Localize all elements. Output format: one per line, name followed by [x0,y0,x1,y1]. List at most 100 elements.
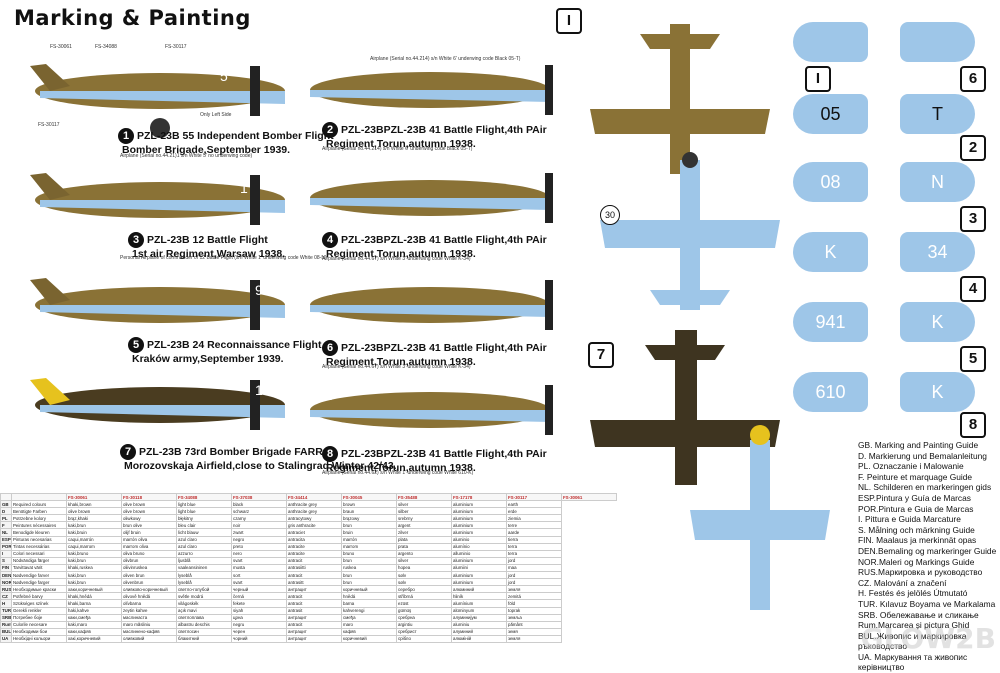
table-cell: argintiu [396,620,452,629]
table-cell: black [231,500,287,509]
table-cell: D [0,507,12,516]
table-cell: смеђа [341,613,397,622]
table-cell: antracit [286,556,342,565]
table-cell: azzurro [176,549,232,558]
table-header-cell: FS-34414 [286,492,342,502]
table-cell: jord [506,556,562,565]
table-cell: kaki,brun [66,521,122,530]
table-cell: azul claro [176,542,232,551]
table-cell: Необхідні кольори [11,634,67,643]
table-cell: olivbrun [121,556,177,565]
profile-1-aircraft: 5 [30,64,285,138]
table-cell: marrón oliva [121,535,177,544]
legend-line: DEN.Bemaling og markeringer Guide [858,545,997,556]
plan-1-aircraft [590,24,770,174]
table-cell: земля [506,585,562,594]
table-cell: bleu clair [176,521,232,530]
watermark: GLOW2B [860,622,996,655]
table-cell: plata [396,535,452,544]
legend-line: H. Festés és jelölés Útmutató [858,588,968,599]
table-cell [0,492,12,502]
table-cell: alüminyum [451,606,507,615]
profile-5-aircraft: 9 [30,278,285,330]
table-cell: olívbarna [121,599,177,608]
table-cell: antracit [286,599,342,608]
table-cell: H [0,599,12,608]
table-cell: черен [231,627,287,636]
table-cell: terra [506,549,562,558]
table-cell: albastru deschis [176,620,232,629]
caption-5-line-2: Kraków army,September 1939. [132,353,284,365]
table-cell: sølv [396,571,452,580]
table-cell [11,492,67,502]
table-cell: brun [341,571,397,580]
table-cell: Pinturas necesarias [11,535,67,544]
table-cell: olive brown [121,507,177,516]
table-cell: чорний [231,634,287,643]
table-cell: Peintures nécessaires [11,521,67,530]
table-cell: kaki,brun [66,571,122,580]
table-cell: olive brown [121,500,177,509]
table-cell: F [0,521,12,530]
table-cell: земља [506,613,562,622]
profile-5-code: 9 [255,282,263,298]
table-cell: černá [231,592,287,601]
table-cell: SRB [0,613,12,622]
table-header-cell: FS-30117 [506,492,562,502]
caption-3-line-1: PZL-23B 12 Battle Flight [147,233,268,246]
caption-3-number: 3 [128,232,144,248]
wing-row-6-num: 8 [960,412,986,438]
wing-right-6: K [900,372,975,412]
caption-2-line-1: PZL-23BPZL-23B 41 Battle Flight,4th PAir [341,123,547,136]
caption-6-note: Airplane (Serial no.44.67) s/n White 3' … [322,364,471,370]
table-cell: maro măsliniu [121,620,177,629]
table-cell: DEN [0,571,12,580]
table-cell: sølv [396,578,452,587]
table-cell: Benodigde kleuren [11,528,67,537]
table-cell: jord [506,571,562,580]
caption-6-number: 6 [322,340,338,356]
table-cell: marrón [341,535,397,544]
table-cell: сребрист [396,627,452,636]
caption-4-line-2: Regiment,Torun,autumn 1938. [326,248,476,260]
table-cell: светлосин [176,627,232,636]
wing-right-3: N [900,162,975,202]
caption-1-line-2: Bomber Brigade,September 1939. [122,144,291,156]
table-header-cell: FS-17178 [451,492,507,502]
wing-left-6: 610 [793,372,868,412]
table-cell: brown [341,500,397,509]
legend-line: Rum.Marcarea și pictura Ghid [858,620,970,631]
caption-7-line-1: PZL-23B 73rd Bomber Brigade FARR [139,445,323,458]
plan-30-marker: 30 [600,205,620,225]
caption-8-line-2: Regiment,Torun,autumn 1938. [326,462,476,474]
caption-8-number: 8 [322,446,338,462]
legend-line: ESP.Pintura y Guía de Marcas [858,492,971,503]
table-cell: licht blauw [176,528,232,537]
table-cell: alumiini [451,563,507,573]
table-cell: PL [0,514,12,523]
legend-line: D. Markierung und Bemalanleitung [858,450,987,461]
wing-right-4: 34 [900,232,975,272]
caption-3-note: Personal Airplane of commander of 12 Bat… [120,255,327,261]
table-cell: kaki,brun [66,578,122,587]
table-cell: olive brown [66,507,122,516]
table-cell: кафяв [341,627,397,636]
table-cell: prata [396,542,452,551]
table-cell: khaki,barna [66,599,122,608]
caption-2-note: Airplane (Serial no.44.214) s/n White 6'… [322,146,473,152]
table-cell: Rum [0,620,12,629]
caption-5-line-1: PZL-23B 24 Reconnaissance Flight [147,338,322,351]
wing-row-2-num: 2 [960,135,986,161]
table-cell: terre [506,521,562,530]
table-cell: marrom oliva [121,542,177,551]
table-cell: коричневий [341,634,397,643]
legend-line: I. Pittura e Guida Marcature [858,514,961,525]
